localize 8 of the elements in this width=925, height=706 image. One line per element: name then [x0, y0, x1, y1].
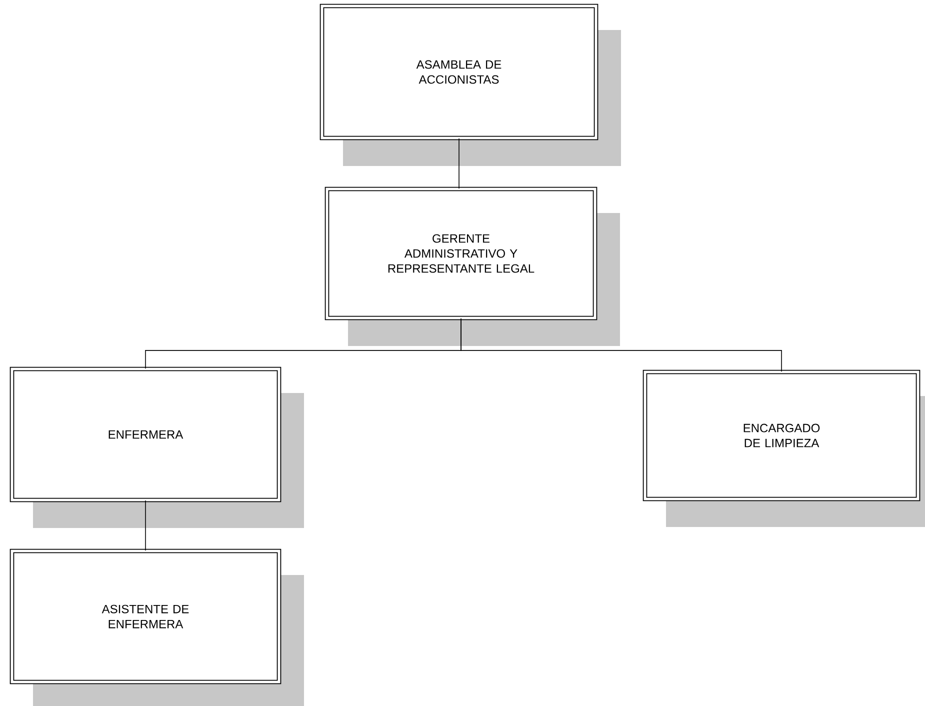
org-box: ENCARGADO DE LIMPIEZA	[642, 370, 925, 527]
org-box: ASAMBLEA DE ACCIONISTAS	[320, 4, 621, 166]
connector-line	[458, 138, 460, 189]
org-box: GERENTE ADMINISTRATIVO Y REPRESENTANTE LEGAL	[324, 186, 620, 346]
org-box: ENFERMERA	[10, 366, 304, 528]
connector-line	[460, 318, 782, 372]
org-box: ASISTENTE DE ENFERMERA	[10, 548, 304, 706]
connector-line	[145, 500, 146, 551]
